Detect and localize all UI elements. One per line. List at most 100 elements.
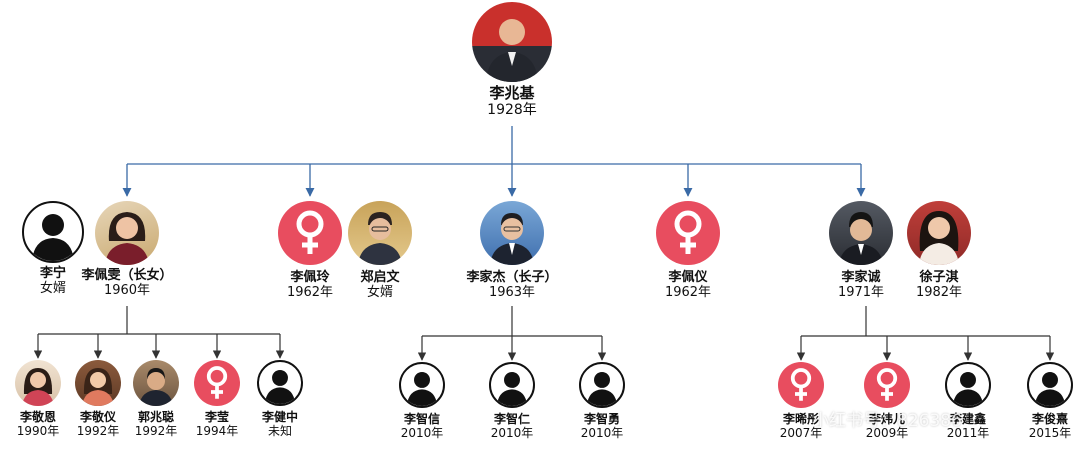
female-symbol-icon	[296, 210, 324, 254]
photo-avatar	[829, 201, 893, 265]
person-sub: 1994年	[195, 423, 239, 438]
female-symbol-avatar	[194, 360, 240, 406]
person-sub: 2015年	[1028, 425, 1072, 440]
watermark-text: 小红书号：826386	[812, 411, 962, 431]
root-photo-avatar	[472, 2, 552, 82]
person-silhouette-icon	[496, 371, 528, 406]
person-sub: 1992年	[76, 423, 120, 438]
person-sub: 2010年	[400, 425, 444, 440]
female-symbol-icon	[790, 368, 812, 401]
person-sub: 2010年	[580, 425, 624, 440]
female-symbol-icon	[206, 366, 228, 399]
person-photo-icon	[358, 212, 402, 265]
person-li-zhixin: 李智信 2010年	[392, 362, 452, 441]
person-name: 郭兆聪	[137, 410, 174, 424]
person-name: 李建鑫	[949, 412, 986, 426]
person-zheng-qiwen: 郑启文 女婿	[342, 201, 418, 301]
person-photo-icon	[139, 368, 173, 406]
person-sub: 2011年	[946, 425, 990, 440]
root-person-node: 李兆基 1928年	[462, 2, 562, 118]
person-name: 李智仁	[493, 412, 530, 426]
person-name: 李炜儿	[868, 412, 905, 426]
person-name: 李智信	[403, 412, 440, 426]
person-name: 李家诚	[841, 270, 881, 285]
person-silhouette-icon	[1034, 371, 1066, 406]
person-guo-zhaocong: 郭兆聪 1992年	[126, 360, 186, 439]
person-silhouette-icon	[406, 371, 438, 406]
person-name: 李俊熹	[1031, 412, 1068, 426]
root-name: 李兆基	[489, 84, 535, 102]
person-li-zhiren: 李智仁 2010年	[482, 362, 542, 441]
female-symbol-avatar	[278, 201, 342, 265]
person-photo-icon	[105, 212, 149, 265]
female-symbol-avatar	[864, 362, 910, 408]
person-li-ying: 李莹 1994年	[187, 360, 247, 439]
person-name: 李佩雯（长女）	[81, 268, 173, 283]
female-symbol-avatar	[778, 362, 824, 408]
person-li-junxi: 李俊熹 2015年	[1020, 362, 1080, 441]
person-sub: 女婿	[366, 284, 393, 300]
person-name: 李家杰（长子）	[466, 270, 558, 285]
person-sub: 2010年	[490, 425, 534, 440]
person-sub: 1992年	[134, 423, 178, 438]
silhouette-avatar	[257, 360, 303, 406]
person-li-peiwen: 李佩雯（长女） 1960年	[77, 201, 177, 299]
person-sub: 1971年	[837, 284, 885, 300]
photo-avatar	[95, 201, 159, 265]
person-li-jiacheng: 李家诚 1971年	[823, 201, 899, 301]
person-name: 李智勇	[583, 412, 620, 426]
root-connectors	[122, 126, 866, 197]
person-li-peiyi: 李佩仪 1962年	[650, 201, 726, 301]
person-silhouette-icon	[32, 214, 74, 261]
person-li-jianzhong: 李健中 未知	[250, 360, 310, 439]
person-li-peiling: 李佩玲 1962年	[272, 201, 348, 301]
person-sub: 1963年	[488, 284, 536, 300]
person-li-xitong: 李晞彤 2007年	[771, 362, 831, 441]
person-li-ning: 李宁 女婿	[17, 201, 89, 297]
female-symbol-avatar	[656, 201, 720, 265]
female-symbol-icon	[876, 368, 898, 401]
person-sub: 2009年	[865, 425, 909, 440]
person-photo-icon	[22, 368, 54, 406]
person-xu-ziqi: 徐子淇 1982年	[901, 201, 977, 301]
person-li-zhiyong: 李智勇 2010年	[572, 362, 632, 441]
person-sub: 1962年	[286, 284, 334, 300]
person-name: 李晞彤	[782, 412, 819, 426]
silhouette-avatar	[579, 362, 625, 408]
root-year: 1928年	[487, 102, 537, 119]
silhouette-avatar	[945, 362, 991, 408]
person-photo-icon	[839, 212, 883, 265]
person-sub: 未知	[267, 423, 292, 438]
person-name: 李佩仪	[668, 270, 708, 285]
person-name: 李敬仪	[79, 410, 116, 424]
person-name: 郑启文	[360, 270, 400, 285]
branch-jiajie-connectors	[417, 306, 607, 361]
person-li-jingyi: 李敬仪 1992年	[68, 360, 128, 439]
silhouette-avatar	[1027, 362, 1073, 408]
person-name: 李佩玲	[290, 270, 330, 285]
photo-avatar	[75, 360, 121, 406]
person-li-jingen: 李敬恩 1990年	[8, 360, 68, 439]
photo-avatar	[907, 201, 971, 265]
person-silhouette-icon	[264, 369, 296, 404]
person-name: 徐子淇	[919, 270, 959, 285]
person-li-weier: 李炜儿 2009年	[857, 362, 917, 441]
person-sub: 1962年	[664, 284, 712, 300]
person-li-jiajie: 李家杰（长子） 1963年	[457, 201, 567, 301]
person-name: 李莹	[204, 410, 229, 424]
person-sub: 2007年	[779, 425, 823, 440]
person-name: 李宁	[39, 266, 66, 281]
person-sub: 女婿	[39, 280, 66, 296]
person-photo-icon	[82, 368, 114, 406]
branch-peiwen-connectors	[33, 306, 285, 359]
person-photo-icon	[490, 213, 534, 265]
photo-avatar	[133, 360, 179, 406]
silhouette-avatar	[399, 362, 445, 408]
person-silhouette-icon	[952, 371, 984, 406]
branch-jiacheng-connectors	[796, 306, 1055, 361]
person-li-jianxin: 李建鑫 2011年	[938, 362, 998, 441]
female-symbol-icon	[674, 210, 702, 254]
person-name: 李敬恩	[19, 410, 56, 424]
person-name: 李健中	[261, 410, 298, 424]
